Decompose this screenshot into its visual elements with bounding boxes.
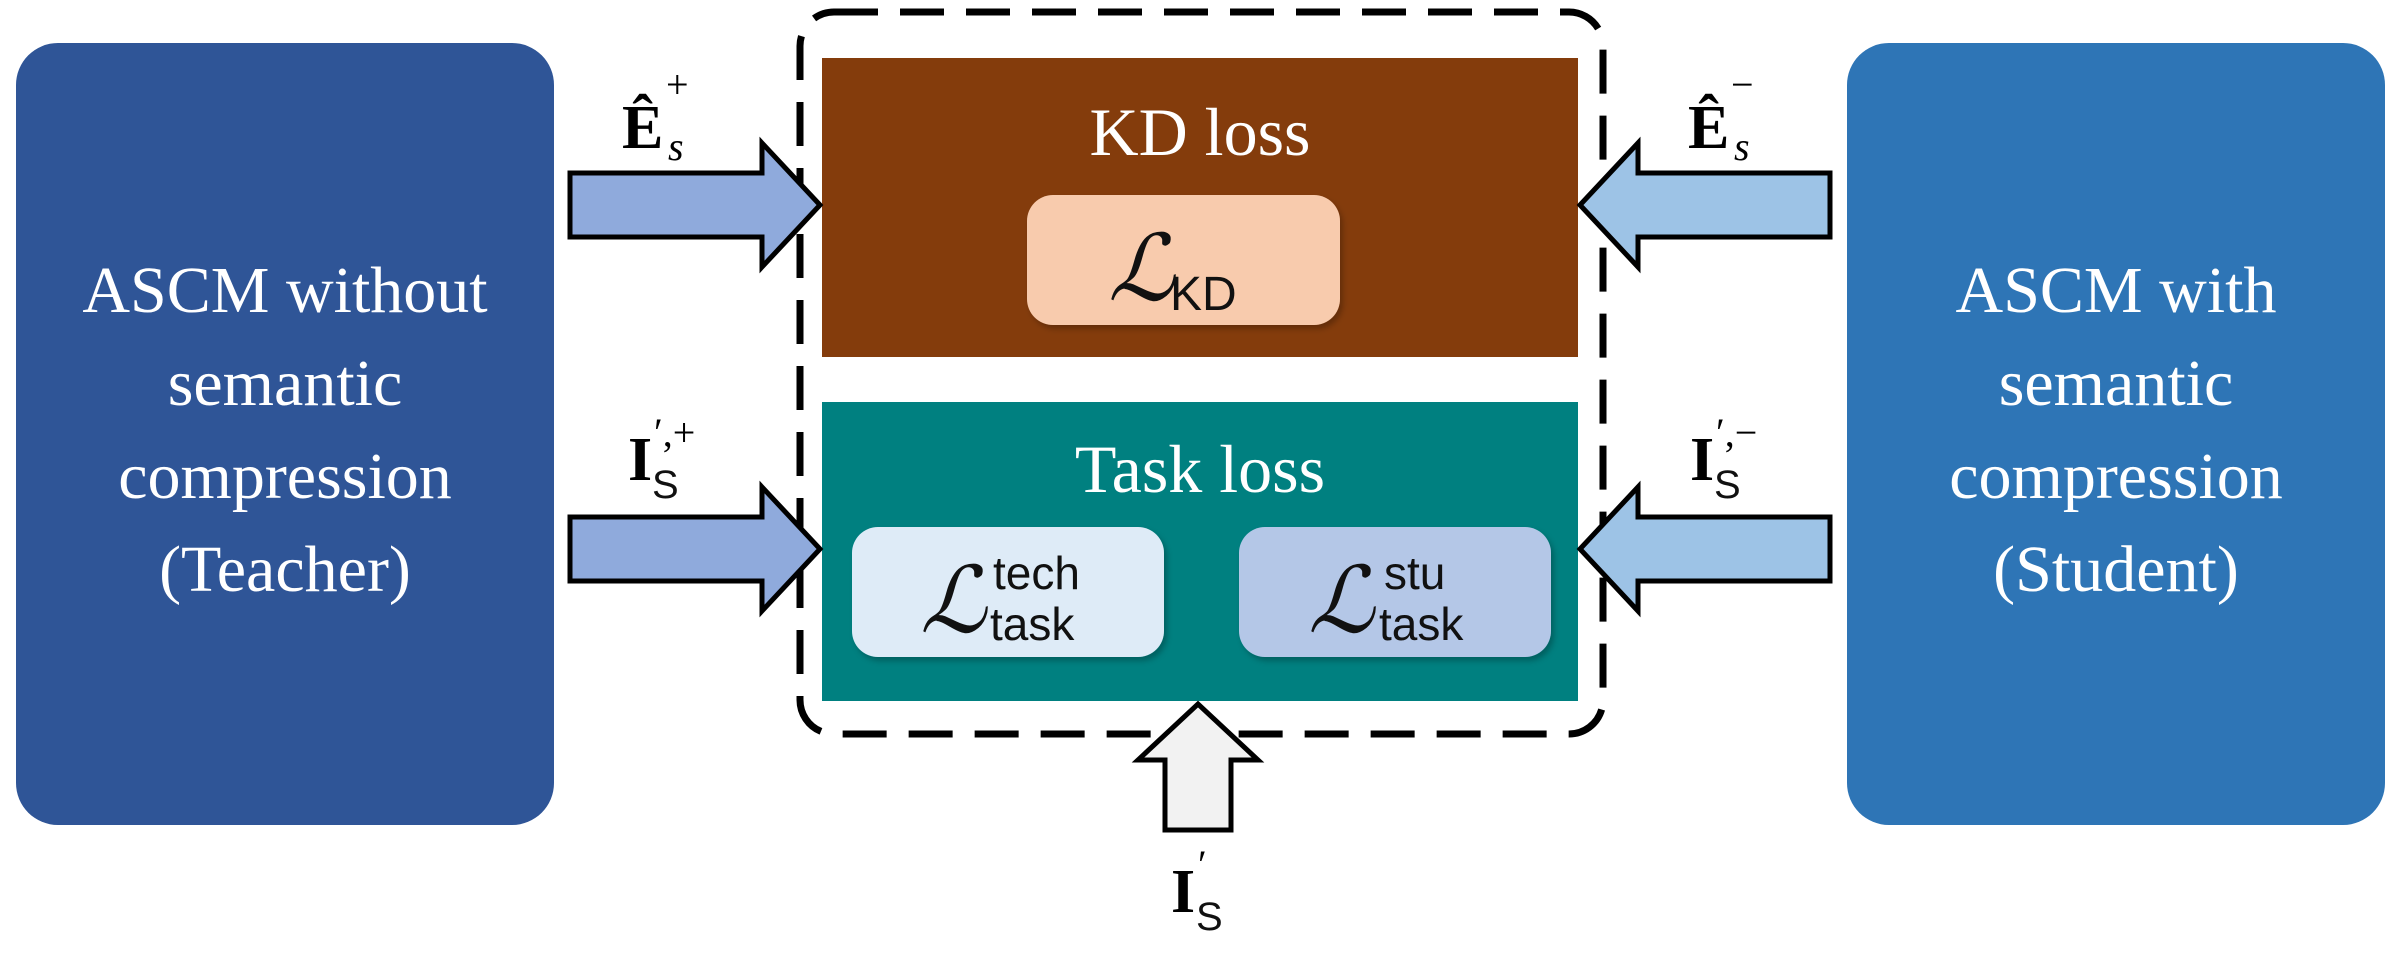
teacher-model-box: ASCM without semantic compression (Teach… bbox=[16, 43, 554, 825]
student-embedding-sub: s bbox=[1734, 124, 1750, 169]
student-label-line-4: (Student) bbox=[1993, 533, 2239, 606]
kd-loss-subscript: KD bbox=[1170, 268, 1237, 321]
kd-loss-term: ℒ KD bbox=[1027, 195, 1340, 325]
student-label-line-2: semantic bbox=[1999, 347, 2234, 420]
student-embedding-base: Ê bbox=[1688, 94, 1729, 162]
teacher-image-sup: ′,+ bbox=[654, 410, 695, 455]
ground-truth-sup: ′ bbox=[1198, 842, 1207, 887]
kd-loss-box: KD loss ℒ KD bbox=[822, 58, 1578, 357]
ground-truth-base: I bbox=[1171, 858, 1195, 926]
teacher-label-line-2: semantic bbox=[168, 347, 403, 420]
student-image-sup: ′,− bbox=[1716, 410, 1757, 455]
student-embedding-label: Ê − s bbox=[1688, 62, 1754, 169]
student-embedding-sup: − bbox=[1731, 62, 1754, 107]
student-image-label: I ′,− S bbox=[1690, 410, 1757, 507]
kd-loss-title: KD loss bbox=[1089, 94, 1310, 170]
teacher-image-base: I bbox=[628, 426, 652, 494]
student-model-box: ASCM with semantic compression (Student) bbox=[1847, 43, 2385, 825]
student-to-kd-arrow bbox=[1576, 136, 1833, 274]
student-task-loss-symbol: ℒ bbox=[1308, 547, 1376, 654]
ground-truth-label: I ′ S bbox=[1171, 842, 1223, 939]
teacher-to-task-arrow bbox=[567, 480, 824, 618]
student-to-task-arrow bbox=[1576, 480, 1833, 618]
task-loss-box: Task loss ℒ tech task ℒ stu task bbox=[822, 402, 1578, 701]
task-loss-title: Task loss bbox=[1075, 431, 1325, 507]
teacher-task-loss-term: ℒ tech task bbox=[852, 527, 1164, 657]
teacher-label-line-1: ASCM without bbox=[82, 254, 487, 327]
teacher-task-loss-subscript: task bbox=[990, 598, 1075, 650]
teacher-embedding-base: Ê bbox=[622, 94, 663, 162]
teacher-image-sub: S bbox=[652, 463, 679, 507]
teacher-label-line-3: compression bbox=[118, 440, 452, 513]
student-task-loss-superscript: stu bbox=[1384, 547, 1445, 599]
teacher-task-loss-symbol: ℒ bbox=[920, 547, 988, 654]
teacher-to-kd-arrow bbox=[567, 136, 824, 274]
teacher-task-loss-superscript: tech bbox=[993, 547, 1080, 599]
student-label-line-1: ASCM with bbox=[1956, 254, 2277, 327]
ground-truth-sub: S bbox=[1196, 895, 1223, 939]
student-label-line-3: compression bbox=[1949, 440, 2283, 513]
kd-loss-symbol: ℒ bbox=[1108, 215, 1176, 322]
teacher-label-line-4: (Teacher) bbox=[159, 533, 411, 606]
student-image-base: I bbox=[1690, 426, 1714, 494]
ground-truth-up-arrow bbox=[1131, 700, 1265, 833]
teacher-embedding-label: Ê + s bbox=[622, 62, 689, 169]
teacher-image-label: I ′,+ S bbox=[628, 410, 695, 507]
teacher-embedding-sub: s bbox=[668, 124, 684, 169]
student-task-loss-subscript: task bbox=[1379, 598, 1464, 650]
student-task-loss-term: ℒ stu task bbox=[1239, 527, 1551, 657]
student-image-sub: S bbox=[1714, 463, 1741, 507]
teacher-embedding-sup: + bbox=[666, 62, 689, 107]
